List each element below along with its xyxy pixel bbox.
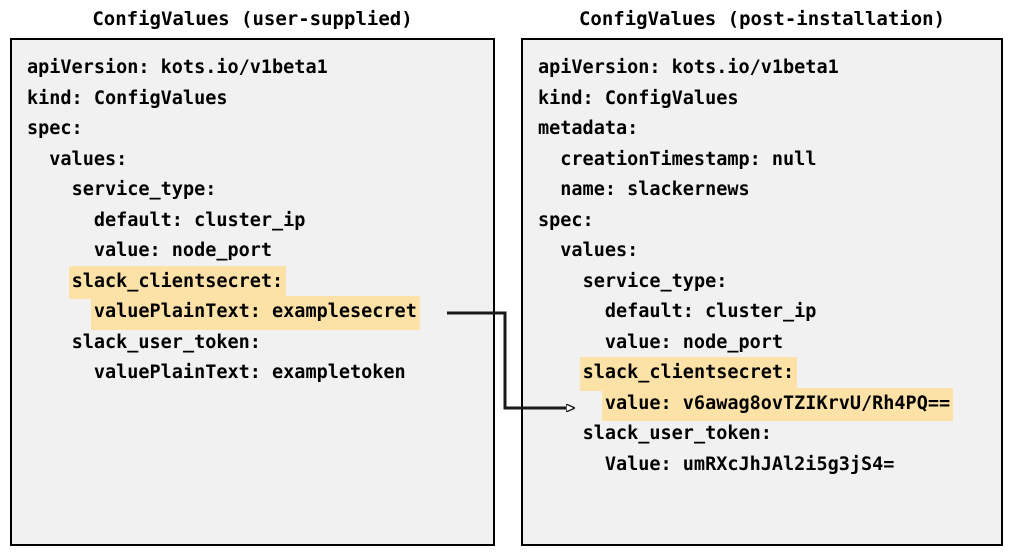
yaml-indent bbox=[24, 149, 46, 170]
yaml-indent bbox=[24, 301, 91, 322]
yaml-line-text: spec: bbox=[27, 118, 83, 139]
yaml-indent bbox=[535, 454, 602, 475]
yaml-line-text: valuePlainText: examplesecret bbox=[90, 296, 420, 330]
yaml-line-text: slack_clientsecret: bbox=[579, 357, 798, 391]
yaml-line-text: kind: ConfigValues bbox=[27, 87, 228, 109]
yaml-line: Value: umRXcJhJAl2i5g3jS4= bbox=[523, 449, 1001, 480]
yaml-line-text: slack_clientsecret: bbox=[68, 265, 287, 299]
yaml-line-text: apiVersion: kots.io/v1beta1 bbox=[27, 57, 328, 78]
yaml-indent bbox=[535, 179, 557, 200]
yaml-line-text: default: cluster_ip bbox=[604, 301, 817, 322]
yaml-line: slack_user_token: bbox=[12, 327, 493, 358]
yaml-line: values: bbox=[12, 144, 493, 175]
yaml-indent bbox=[24, 362, 91, 383]
yaml-indent bbox=[535, 271, 580, 292]
yaml-line-text: service_type: bbox=[71, 179, 217, 200]
yaml-line: apiVersion: kots.io/v1beta1 bbox=[523, 52, 1001, 83]
yaml-line-text: slack_user_token: bbox=[71, 331, 261, 353]
yaml-line: metadata: bbox=[523, 113, 1001, 144]
yaml-indent bbox=[535, 240, 557, 261]
yaml-line-text: value: v6awag8ovTZIKrvU/Rh4PQ== bbox=[601, 387, 954, 421]
yaml-line-text: service_type: bbox=[582, 270, 728, 292]
yaml-indent bbox=[535, 393, 602, 414]
yaml-indent bbox=[535, 149, 557, 170]
yaml-line: service_type: bbox=[12, 174, 493, 205]
right-yaml-content: apiVersion: kots.io/v1beta1 kind: ConfigV… bbox=[523, 40, 1001, 544]
yaml-indent bbox=[535, 332, 602, 353]
yaml-line: default: cluster_ip bbox=[523, 296, 1001, 327]
yaml-indent bbox=[24, 240, 91, 261]
yaml-line: service_type: bbox=[523, 266, 1001, 297]
yaml-line: spec: bbox=[523, 205, 1001, 236]
yaml-line-text: slack_user_token: bbox=[582, 423, 772, 444]
yaml-line: value: node_port bbox=[523, 327, 1001, 358]
yaml-line-text: creationTimestamp: null bbox=[560, 148, 817, 170]
yaml-line: default: cluster_ip bbox=[12, 205, 493, 236]
right-yaml-panel: apiVersion: kots.io/v1beta1 kind: ConfigV… bbox=[521, 38, 1003, 546]
yaml-line: valuePlainText: exampletoken bbox=[12, 357, 493, 388]
yaml-line-text: value: node_port bbox=[604, 331, 784, 353]
yaml-line: kind: ConfigValues bbox=[523, 83, 1001, 114]
yaml-line: kind: ConfigValues bbox=[12, 83, 493, 114]
left-panel-title: ConfigValues (user-supplied) bbox=[92, 8, 413, 30]
yaml-line: value: node_port bbox=[12, 235, 493, 266]
yaml-line-text: spec: bbox=[538, 209, 594, 231]
yaml-line: spec: bbox=[12, 113, 493, 144]
yaml-indent bbox=[24, 271, 69, 292]
yaml-indent bbox=[24, 179, 69, 200]
yaml-line-text: values: bbox=[560, 240, 639, 261]
yaml-indent bbox=[535, 301, 602, 322]
yaml-indent bbox=[24, 332, 69, 353]
yaml-line: name: slackernews bbox=[523, 174, 1001, 205]
yaml-line-text: kind: ConfigValues bbox=[538, 87, 739, 109]
left-yaml-content: apiVersion: kots.io/v1beta1 kind: ConfigV… bbox=[12, 40, 493, 544]
yaml-line-text: metadata: bbox=[538, 118, 639, 139]
yaml-line: valuePlainText: examplesecret bbox=[12, 296, 493, 330]
yaml-line: slack_clientsecret: bbox=[12, 265, 493, 299]
yaml-line: slack_clientsecret: bbox=[523, 357, 1001, 391]
yaml-line-text: default: cluster_ip bbox=[93, 209, 306, 231]
yaml-line-text: values: bbox=[49, 148, 128, 170]
yaml-indent bbox=[535, 423, 580, 444]
yaml-line: value: v6awag8ovTZIKrvU/Rh4PQ== bbox=[523, 387, 1001, 421]
yaml-indent bbox=[24, 210, 91, 231]
yaml-line: creationTimestamp: null bbox=[523, 144, 1001, 175]
yaml-line-text: name: slackernews bbox=[560, 179, 750, 200]
yaml-indent bbox=[535, 362, 580, 383]
yaml-line-text: apiVersion: kots.io/v1beta1 bbox=[538, 57, 839, 78]
yaml-line-text: Value: umRXcJhJAl2i5g3jS4= bbox=[604, 453, 895, 475]
yaml-line: slack_user_token: bbox=[523, 418, 1001, 449]
yaml-line-text: value: node_port bbox=[93, 240, 273, 261]
yaml-line: apiVersion: kots.io/v1beta1 bbox=[12, 52, 493, 83]
yaml-line: values: bbox=[523, 235, 1001, 266]
left-yaml-panel: apiVersion: kots.io/v1beta1 kind: ConfigV… bbox=[10, 38, 495, 546]
yaml-line-text: valuePlainText: exampletoken bbox=[93, 362, 406, 383]
right-panel-title: ConfigValues (post-installation) bbox=[578, 8, 946, 30]
